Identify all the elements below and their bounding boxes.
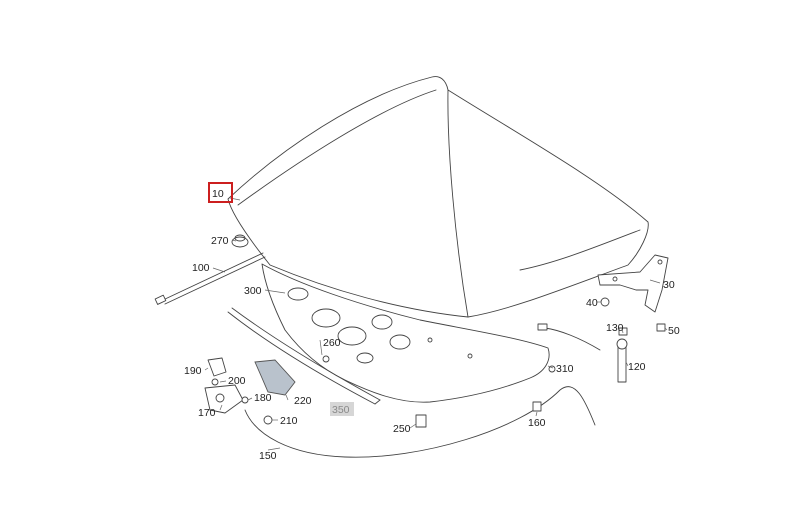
label-40[interactable]: 40 [586, 297, 598, 309]
gas-strut[interactable] [154, 252, 266, 305]
release-cable[interactable] [244, 323, 601, 458]
leader-lines [204, 197, 668, 451]
label-150[interactable]: 150 [259, 450, 277, 462]
label-50[interactable]: 50 [668, 325, 680, 337]
clip-310[interactable] [548, 365, 556, 373]
label-310[interactable]: 310 [556, 363, 574, 375]
label-210[interactable]: 210 [280, 415, 298, 427]
label-260[interactable]: 260 [323, 337, 341, 349]
support-rod[interactable] [616, 338, 628, 383]
label-350-background [330, 402, 354, 416]
hood-panel[interactable] [227, 76, 649, 318]
label-120[interactable]: 120 [628, 361, 646, 373]
highlight-box-10 [208, 182, 233, 203]
label-180[interactable]: 180 [254, 392, 272, 404]
hood-hinge[interactable] [597, 254, 669, 313]
clip-160[interactable] [532, 401, 542, 412]
label-30[interactable]: 30 [663, 279, 675, 291]
rubber-buffer[interactable] [231, 234, 249, 248]
sealing-strip[interactable] [227, 307, 381, 405]
label-160[interactable]: 160 [528, 417, 546, 429]
label-300[interactable]: 300 [244, 285, 262, 297]
fastener-50[interactable] [656, 323, 666, 332]
hood-lock[interactable] [204, 357, 249, 414]
label-170[interactable]: 170 [198, 407, 216, 419]
label-190[interactable]: 190 [184, 365, 202, 377]
fastener-40[interactable] [600, 297, 610, 307]
label-250[interactable]: 250 [393, 423, 411, 435]
label-200[interactable]: 200 [228, 375, 246, 387]
label-220[interactable]: 220 [294, 395, 312, 407]
label-100[interactable]: 100 [192, 262, 210, 274]
bumper-250[interactable] [415, 414, 427, 428]
label-130[interactable]: 130 [606, 322, 624, 334]
label-350[interactable]: 350 [332, 404, 350, 416]
latch-bracket[interactable] [254, 359, 296, 396]
hood-inner-frame[interactable] [261, 263, 550, 403]
bolt-210[interactable] [263, 415, 273, 425]
label-10[interactable]: 10 [212, 188, 224, 200]
label-270[interactable]: 270 [211, 235, 229, 247]
